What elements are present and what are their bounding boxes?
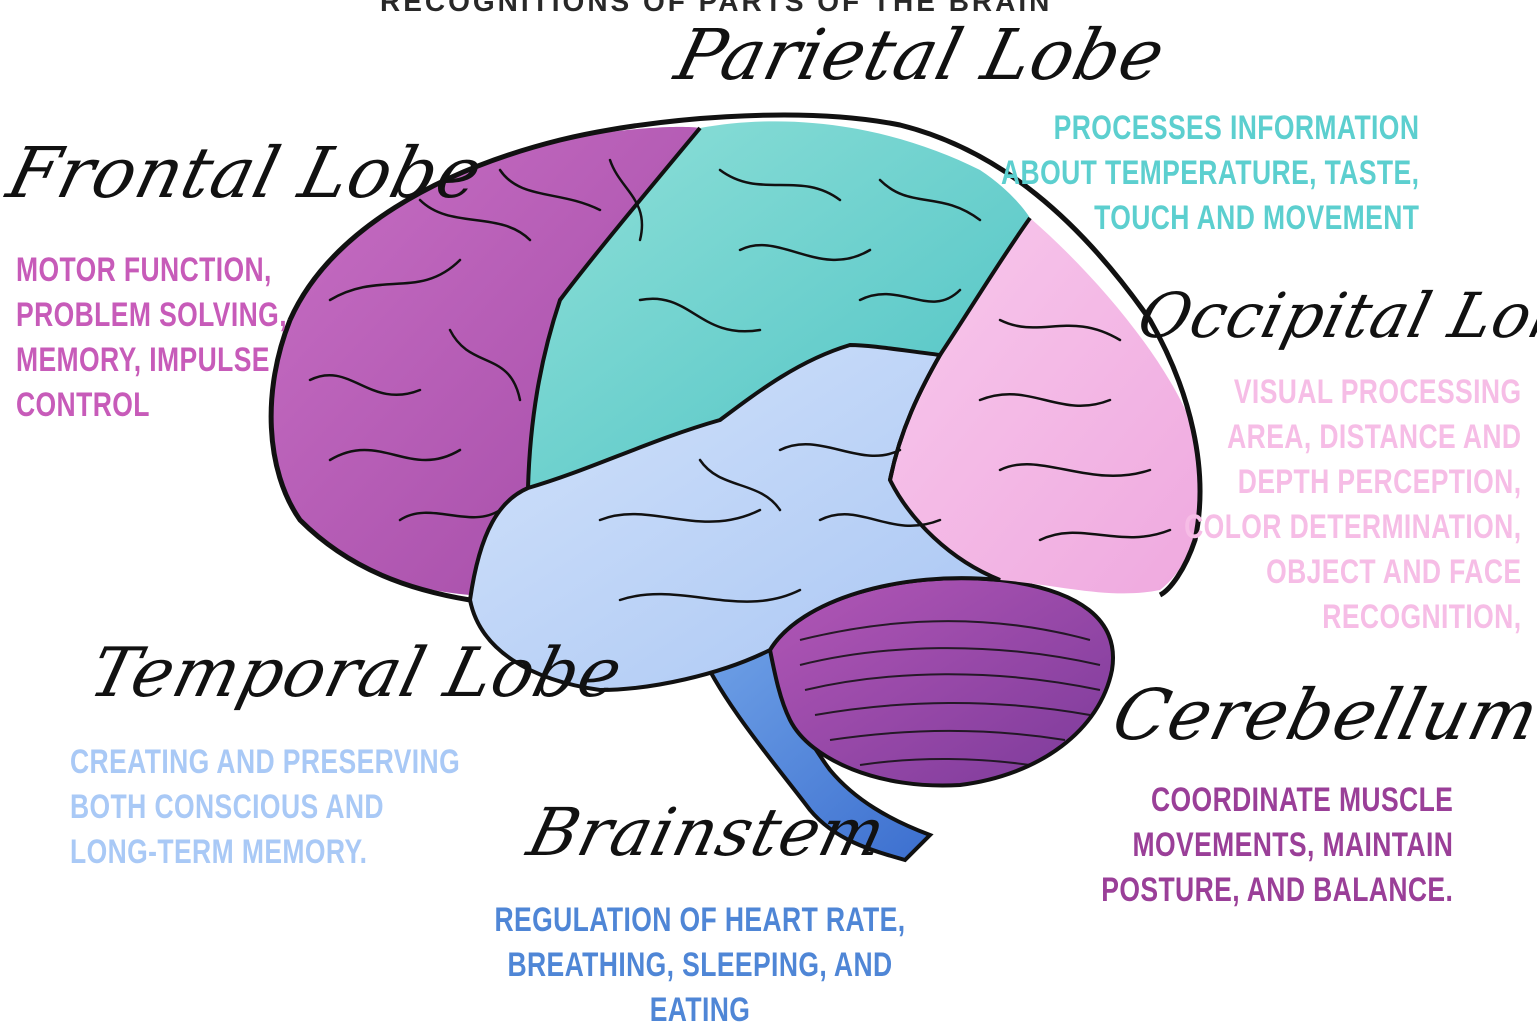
desc-line: BOTH CONSCIOUS AND: [70, 785, 460, 830]
desc-line: RECOGNITION,: [1184, 595, 1521, 640]
desc-line: MOTOR FUNCTION,: [16, 248, 287, 293]
parietal-lobe-description: PROCESSES INFORMATION ABOUT TEMPERATURE,…: [1001, 106, 1419, 241]
parietal-lobe-title: Parietal Lobe: [669, 20, 1172, 90]
frontal-lobe-title: Frontal Lobe: [1, 138, 489, 208]
brainstem-title: Brainstem: [522, 800, 893, 866]
desc-line: CREATING AND PRESERVING: [70, 740, 460, 785]
desc-line: MEMORY, IMPULSE: [16, 338, 287, 383]
desc-line: OBJECT AND FACE: [1184, 550, 1521, 595]
desc-line: TOUCH AND MOVEMENT: [1001, 196, 1419, 241]
desc-line: LONG-TERM MEMORY.: [70, 830, 460, 875]
desc-line: COLOR DETERMINATION,: [1184, 505, 1521, 550]
desc-line: PROCESSES INFORMATION: [1001, 106, 1419, 151]
desc-line: EATING: [427, 988, 973, 1033]
desc-line: DEPTH PERCEPTION,: [1184, 460, 1521, 505]
occipital-lobe-description: VISUAL PROCESSING AREA, DISTANCE AND DEP…: [1184, 370, 1521, 640]
brainstem-description: REGULATION OF HEART RATE, BREATHING, SLE…: [427, 898, 973, 1033]
desc-line: AREA, DISTANCE AND: [1184, 415, 1521, 460]
cerebellum-description: COORDINATE MUSCLE MOVEMENTS, MAINTAIN PO…: [1101, 778, 1453, 913]
frontal-lobe-description: MOTOR FUNCTION, PROBLEM SOLVING, MEMORY,…: [16, 248, 287, 428]
desc-line: CONTROL: [16, 383, 287, 428]
occipital-lobe-title: Occipital Lobe: [1132, 285, 1537, 347]
cerebellum-title: Cerebellum: [1106, 680, 1537, 750]
desc-line: REGULATION OF HEART RATE,: [427, 898, 973, 943]
desc-line: VISUAL PROCESSING: [1184, 370, 1521, 415]
desc-line: POSTURE, AND BALANCE.: [1101, 868, 1453, 913]
desc-line: COORDINATE MUSCLE: [1101, 778, 1453, 823]
desc-line: BREATHING, SLEEPING, AND: [427, 943, 973, 988]
desc-line: PROBLEM SOLVING,: [16, 293, 287, 338]
temporal-lobe-title: Temporal Lobe: [84, 640, 630, 708]
temporal-lobe-description: CREATING AND PRESERVING BOTH CONSCIOUS A…: [70, 740, 460, 875]
desc-line: ABOUT TEMPERATURE, TASTE,: [1001, 151, 1419, 196]
desc-line: MOVEMENTS, MAINTAIN: [1101, 823, 1453, 868]
